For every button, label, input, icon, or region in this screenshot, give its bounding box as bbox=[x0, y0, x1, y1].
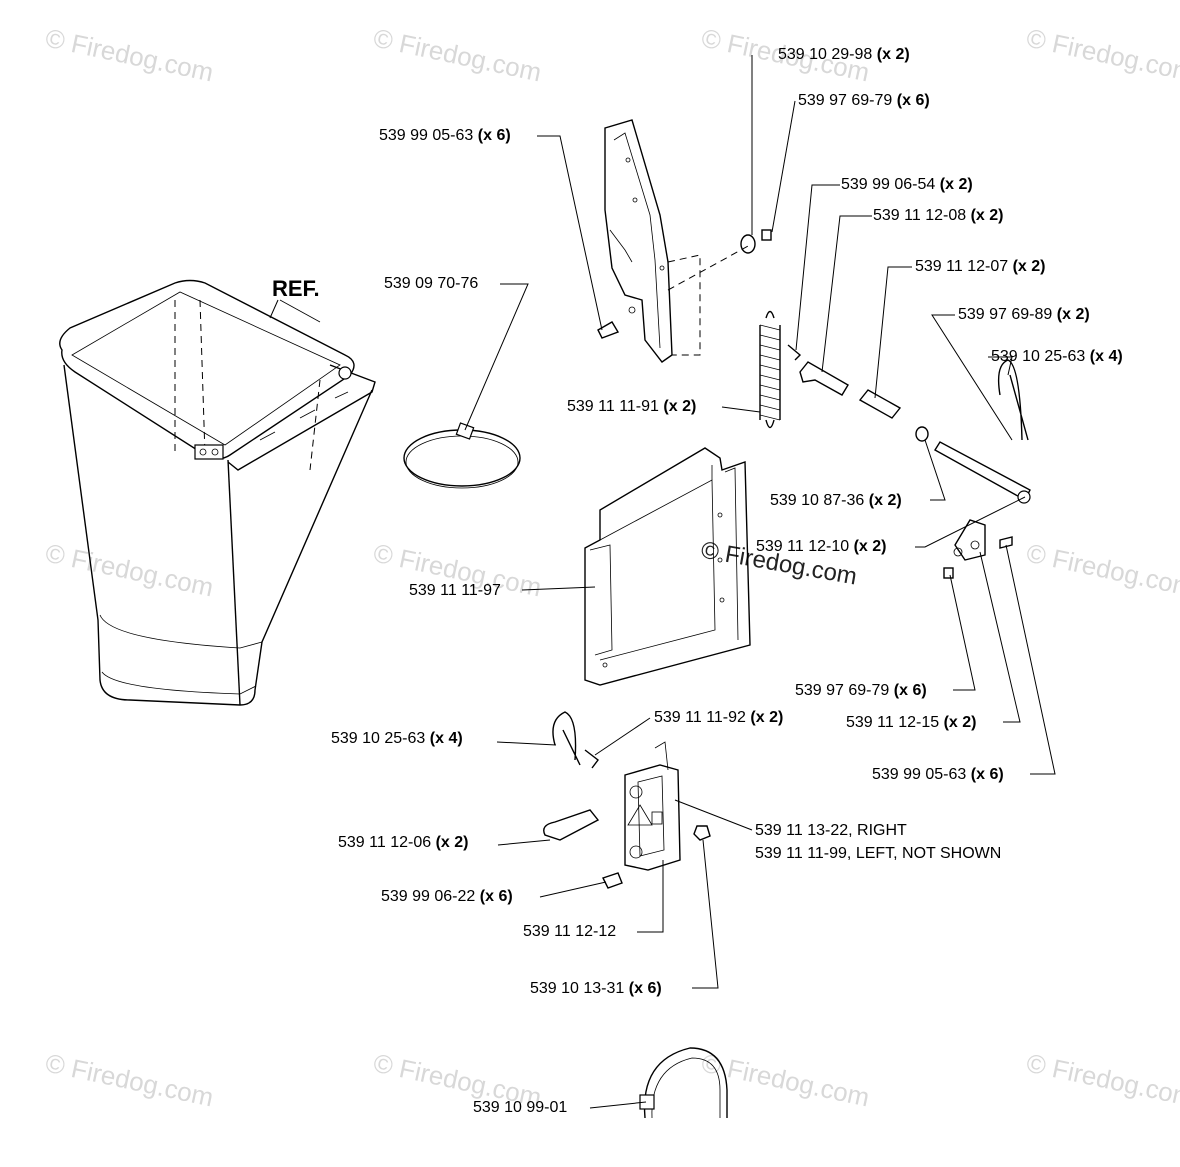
bushing bbox=[915, 426, 929, 442]
bolt-right bbox=[999, 536, 1013, 549]
part-label: 539 99 05-63 (x 6) bbox=[872, 766, 1004, 784]
part-number: 539 11 12-10 bbox=[756, 538, 850, 555]
part-number: 539 10 25-63 bbox=[991, 348, 1086, 365]
part-label: 539 11 12-08 (x 2) bbox=[873, 207, 1003, 225]
part-label: 539 99 05-63 (x 6) bbox=[379, 127, 511, 145]
part-qty: (x 4) bbox=[429, 730, 463, 747]
part-number: 539 10 87-36 bbox=[770, 492, 865, 509]
band-clamp-lower bbox=[639, 1047, 728, 1119]
lower-pin bbox=[584, 749, 599, 769]
part-number: 539 09 70-76 bbox=[384, 275, 479, 292]
ref-label: REF. bbox=[272, 276, 320, 301]
spring-pin bbox=[787, 344, 802, 361]
part-number: 539 10 29-98 bbox=[778, 46, 873, 63]
part-number: 539 11 11-91 bbox=[567, 398, 659, 415]
part-qty: (x 2) bbox=[943, 714, 977, 731]
washer bbox=[740, 234, 756, 254]
upper-bracket bbox=[597, 119, 751, 363]
part-qty: (x 2) bbox=[1012, 258, 1046, 275]
nut-right bbox=[943, 567, 954, 579]
part-number: 539 11 11-97 bbox=[409, 582, 501, 599]
spring bbox=[759, 310, 781, 429]
part-number: 539 11 11-99, LEFT, NOT SHOWN bbox=[755, 845, 1002, 862]
part-number: 539 97 69-79 bbox=[795, 682, 890, 699]
part-label: 539 10 25-63 (x 4) bbox=[331, 730, 463, 748]
part-label: 539 11 11-92 (x 2) bbox=[654, 709, 783, 727]
part-number: 539 11 12-12 bbox=[523, 923, 617, 940]
lower-bracket bbox=[584, 447, 751, 686]
part-number: 539 10 13-31 bbox=[530, 980, 625, 997]
part-number: 539 99 05-63 bbox=[872, 766, 967, 783]
part-number: 539 11 12-08 bbox=[873, 207, 967, 224]
part-number: 539 99 06-54 bbox=[841, 176, 936, 193]
leader-lines bbox=[269, 55, 1056, 1109]
part-number: 539 11 11-92 bbox=[654, 709, 746, 726]
part-number: 539 97 69-89 bbox=[958, 306, 1053, 323]
hinge-pin bbox=[543, 809, 600, 841]
part-number: 539 11 12-15 bbox=[846, 714, 940, 731]
part-label: 539 11 11-97 bbox=[409, 582, 501, 600]
part-number: 539 11 12-07 bbox=[915, 258, 1009, 275]
part-qty: (x 6) bbox=[893, 682, 927, 699]
bent-rod bbox=[799, 361, 849, 396]
part-qty: (x 2) bbox=[750, 709, 784, 726]
part-qty: (x 6) bbox=[628, 980, 662, 997]
part-label: 539 97 69-79 (x 6) bbox=[795, 682, 927, 700]
part-number: 539 99 06-22 bbox=[381, 888, 476, 905]
part-qty: (x 2) bbox=[663, 398, 697, 415]
part-number: 539 10 99-01 bbox=[473, 1099, 568, 1116]
part-qty: (x 2) bbox=[868, 492, 902, 509]
sleeve bbox=[858, 389, 902, 419]
hex-nut bbox=[693, 825, 711, 841]
part-label: 539 11 12-15 (x 2) bbox=[846, 714, 976, 732]
lower-hairpin-clip bbox=[552, 711, 581, 766]
part-label: 539 99 06-54 (x 2) bbox=[841, 176, 973, 194]
hairpin-clip bbox=[997, 359, 1029, 441]
part-label: 539 11 11-91 (x 2) bbox=[567, 398, 696, 416]
part-number: 539 11 12-06 bbox=[338, 834, 432, 851]
bag-drawing bbox=[59, 279, 376, 706]
hinge-plate bbox=[624, 741, 681, 871]
part-label: 539 10 99-01 bbox=[473, 1099, 567, 1117]
part-qty: (x 6) bbox=[896, 92, 930, 109]
part-qty: (x 2) bbox=[970, 207, 1004, 224]
part-qty: (x 2) bbox=[435, 834, 469, 851]
part-label: 539 10 87-36 (x 2) bbox=[770, 492, 902, 510]
part-qty: (x 4) bbox=[1089, 348, 1123, 365]
part-label: 539 11 12-07 (x 2) bbox=[915, 258, 1045, 276]
part-number: 539 99 05-63 bbox=[379, 127, 474, 144]
part-label: 539 97 69-79 (x 6) bbox=[798, 92, 930, 110]
part-label: 539 10 25-63 (x 4) bbox=[991, 348, 1123, 366]
part-qty: (x 6) bbox=[970, 766, 1004, 783]
part-label: 539 11 11-99, LEFT, NOT SHOWN bbox=[755, 845, 1001, 863]
band-clamp-upper bbox=[403, 422, 521, 489]
nut bbox=[761, 229, 772, 241]
part-qty: (x 2) bbox=[876, 46, 910, 63]
part-label: 539 11 12-06 (x 2) bbox=[338, 834, 468, 852]
part-qty: (x 2) bbox=[1056, 306, 1090, 323]
part-label: 539 97 69-89 (x 2) bbox=[958, 306, 1090, 324]
long-rod bbox=[934, 441, 1031, 501]
part-number: 539 10 25-63 bbox=[331, 730, 426, 747]
flange-bolt bbox=[602, 872, 623, 889]
part-label: 539 11 13-22, RIGHT bbox=[755, 822, 907, 840]
part-number: 539 97 69-79 bbox=[798, 92, 893, 109]
part-qty: (x 6) bbox=[477, 127, 511, 144]
part-label: 539 10 29-98 (x 2) bbox=[778, 46, 910, 64]
part-qty: (x 6) bbox=[479, 888, 513, 905]
part-label: 539 09 70-76 bbox=[384, 275, 478, 293]
part-qty: (x 2) bbox=[853, 538, 887, 555]
small-plate bbox=[954, 519, 986, 561]
part-number: 539 11 13-22, RIGHT bbox=[755, 822, 907, 839]
part-label: 539 11 12-12 bbox=[523, 923, 616, 941]
part-qty: (x 2) bbox=[939, 176, 973, 193]
part-label: 539 10 13-31 (x 6) bbox=[530, 980, 662, 998]
part-label: 539 99 06-22 (x 6) bbox=[381, 888, 513, 906]
part-label: 539 11 12-10 (x 2) bbox=[756, 538, 886, 556]
